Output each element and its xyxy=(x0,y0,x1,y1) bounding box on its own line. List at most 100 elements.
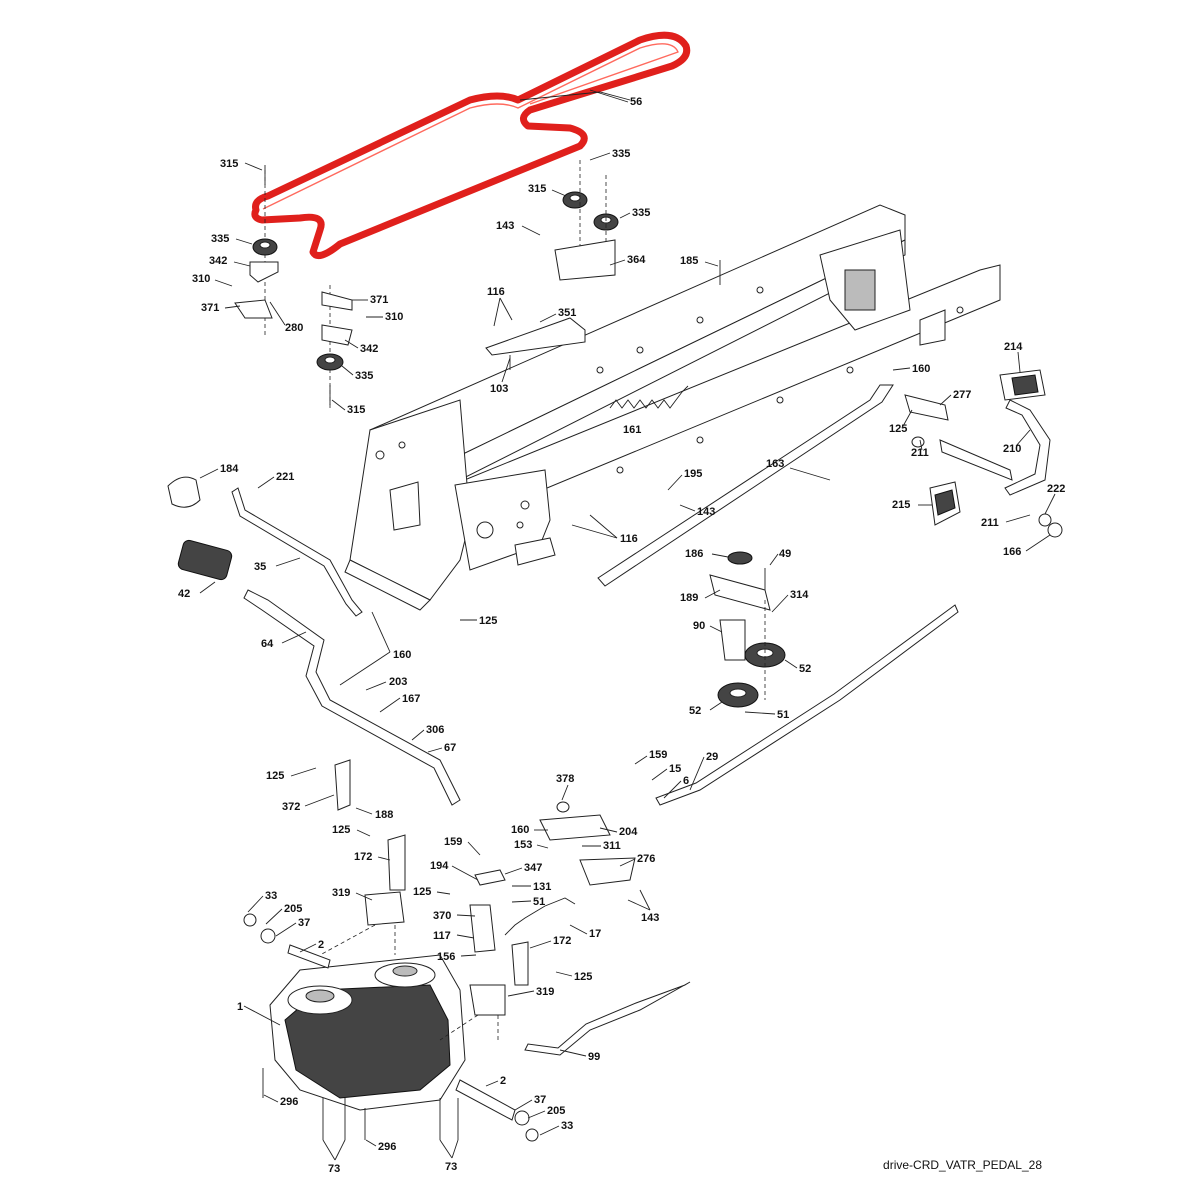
callout-211: 211 xyxy=(911,447,929,459)
callout-125: 125 xyxy=(574,971,592,983)
callout-315: 315 xyxy=(347,404,365,416)
callout-221: 221 xyxy=(276,471,294,483)
callout-335: 335 xyxy=(211,233,229,245)
callout-211: 211 xyxy=(981,517,999,529)
chassis-frame xyxy=(344,204,1001,611)
callout-51: 51 xyxy=(777,709,789,721)
callout-1: 1 xyxy=(237,1001,243,1013)
callout-203: 203 xyxy=(389,676,407,688)
callout-33: 33 xyxy=(265,890,277,902)
callout-153: 153 xyxy=(514,839,532,851)
callout-222: 222 xyxy=(1047,483,1065,495)
callout-311: 311 xyxy=(603,840,621,852)
callout-342: 342 xyxy=(209,255,227,267)
centre-linkage xyxy=(334,759,636,986)
callout-188: 188 xyxy=(375,809,393,821)
callout-195: 195 xyxy=(684,468,702,480)
callout-347: 347 xyxy=(524,862,542,874)
callout-342: 342 xyxy=(360,343,378,355)
callout-185: 185 xyxy=(680,255,698,267)
callout-172: 172 xyxy=(553,935,571,947)
callout-6: 6 xyxy=(683,775,689,787)
callout-167: 167 xyxy=(402,693,420,705)
drive-belt xyxy=(251,31,691,260)
callout-160: 160 xyxy=(393,649,411,661)
transaxle xyxy=(243,891,539,1142)
callout-306: 306 xyxy=(426,724,444,736)
callout-125: 125 xyxy=(889,423,907,435)
callout-73: 73 xyxy=(445,1161,457,1173)
callout-116: 116 xyxy=(487,286,505,298)
callout-310: 310 xyxy=(385,311,403,323)
callout-49: 49 xyxy=(779,548,791,560)
callout-276: 276 xyxy=(637,853,655,865)
callout-42: 42 xyxy=(178,588,190,600)
callout-2: 2 xyxy=(500,1075,506,1087)
callout-205: 205 xyxy=(547,1105,565,1117)
callout-335: 315 xyxy=(528,183,546,195)
callout-90: 90 xyxy=(693,620,705,632)
callout-37: 37 xyxy=(298,917,310,929)
callout-15: 15 xyxy=(669,763,681,775)
diagram-caption: drive-CRD_VATR_PEDAL_28 xyxy=(883,1158,1042,1172)
callout-29: 29 xyxy=(706,751,718,763)
callout-210: 210 xyxy=(1003,443,1021,455)
callout-2: 2 xyxy=(318,939,324,951)
callout-143: 143 xyxy=(496,220,514,232)
callout-319: 319 xyxy=(536,986,554,998)
callout-37: 37 xyxy=(534,1094,546,1106)
callout-194: 194 xyxy=(430,860,449,872)
callout-17: 17 xyxy=(589,928,601,940)
callout-52: 52 xyxy=(799,663,811,675)
callout-125: 125 xyxy=(332,824,350,836)
callout-99: 99 xyxy=(588,1051,600,1063)
callout-51: 51 xyxy=(533,896,545,908)
callout-319: 319 xyxy=(332,887,350,899)
callout-159: 159 xyxy=(649,749,667,761)
callout-52: 52 xyxy=(689,705,701,717)
callout-296: 296 xyxy=(280,1096,298,1108)
callout-351: 351 xyxy=(558,307,576,319)
callout-296: 296 xyxy=(378,1141,396,1153)
callout-371: 371 xyxy=(370,294,388,306)
mid-pulleys xyxy=(709,551,786,708)
callout-205: 205 xyxy=(284,903,302,915)
callout-214: 214 xyxy=(1004,341,1023,353)
callout-315: 335 xyxy=(612,148,630,160)
idler-assemblies xyxy=(234,160,721,410)
callout-160: 160 xyxy=(912,363,930,375)
callout-184: 184 xyxy=(220,463,239,475)
callout-117: 117 xyxy=(433,930,451,942)
callout-186: 186 xyxy=(685,548,703,560)
callout-204: 204 xyxy=(619,826,638,838)
callout-labels: 56 315 335 315 143 335 364 185 335 342 3… xyxy=(178,96,1065,1175)
callout-125: 125 xyxy=(266,770,284,782)
callout-335: 335 xyxy=(632,207,650,219)
callout-314: 314 xyxy=(790,589,809,601)
callout-67: 67 xyxy=(444,742,456,754)
callout-310: 310 xyxy=(192,273,210,285)
callout-364: 364 xyxy=(627,254,646,266)
callout-215: 215 xyxy=(892,499,910,511)
callout-189: 189 xyxy=(680,592,698,604)
callout-143: 143 xyxy=(697,506,715,518)
spring-161 xyxy=(609,385,689,409)
callout-103: 103 xyxy=(490,383,508,395)
callout-160: 160 xyxy=(511,824,529,836)
callout-277: 277 xyxy=(953,389,971,401)
callout-378: 378 xyxy=(556,773,574,785)
callout-163: 163 xyxy=(766,458,784,470)
callout-35: 35 xyxy=(254,561,266,573)
callout-172: 172 xyxy=(354,851,372,863)
callout-33: 33 xyxy=(561,1120,573,1132)
callout-73: 73 xyxy=(328,1163,340,1175)
linkage-rods xyxy=(167,384,959,1056)
callout-159: 159 xyxy=(444,836,462,848)
callout-156: 156 xyxy=(437,951,455,963)
callout-166: 166 xyxy=(1003,546,1021,558)
callout-335: 335 xyxy=(355,370,373,382)
callout-161: 161 xyxy=(623,424,641,436)
callout-125: 125 xyxy=(413,886,431,898)
pedal-assembly xyxy=(904,369,1063,538)
